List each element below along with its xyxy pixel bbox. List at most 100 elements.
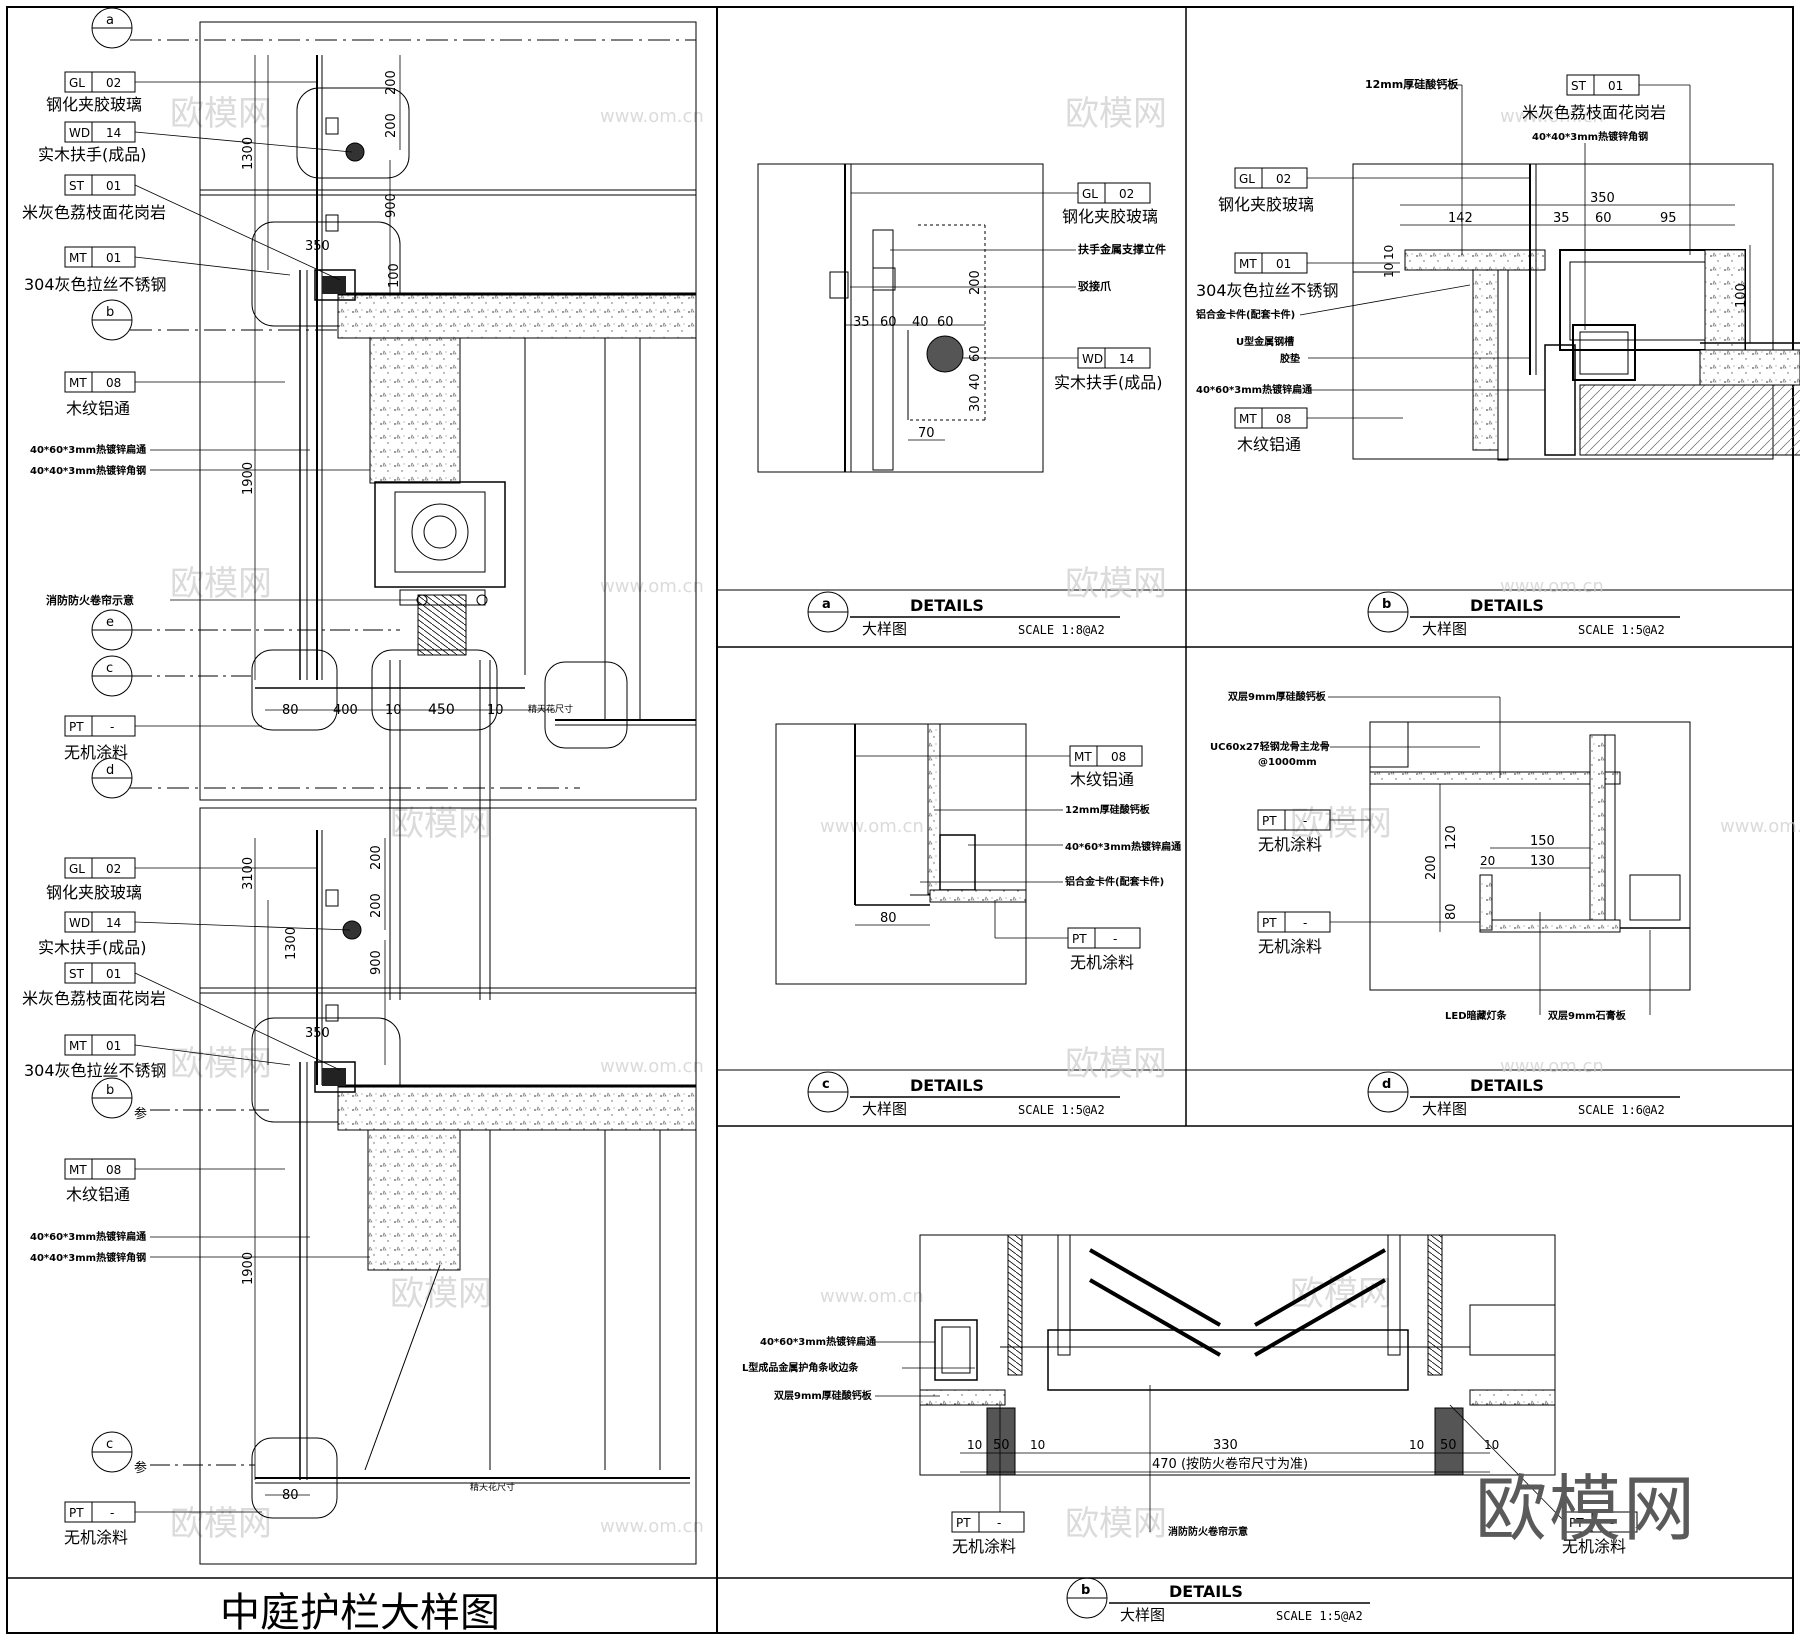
svg-text:e: e — [106, 615, 114, 630]
title-bottom: b DETAILS 大样图 SCALE 1:5@A2 — [1066, 1577, 1370, 1624]
svg-text:PT: PT — [1072, 932, 1087, 946]
svg-text:PT: PT — [1262, 814, 1277, 828]
dim-350: 350 — [1590, 191, 1615, 206]
svg-text:-: - — [997, 1516, 1001, 1530]
svg-text:b: b — [106, 305, 114, 320]
svg-text:a: a — [822, 597, 831, 612]
main-section: 1300 1900 200 200 900 100 350 3100 1300 … — [22, 7, 697, 1565]
svg-text:08: 08 — [1276, 412, 1291, 426]
dim-10: 10 — [385, 703, 402, 718]
dim-470: 470 (按防火卷帘尺寸为准) — [1152, 1456, 1308, 1472]
tag-a-wd14: WD 14 实木扶手(成品) — [963, 347, 1163, 392]
svg-text:02: 02 — [106, 862, 121, 876]
note-uc-keel-spacing: @1000mm — [1258, 757, 1317, 768]
tag-b-mt08: MT 08 木纹铝通 — [1234, 407, 1403, 454]
tag-mt08: MT 08 木纹铝通 — [64, 371, 285, 418]
dim-10: 10 — [1409, 1438, 1424, 1452]
svg-text:01: 01 — [106, 967, 121, 981]
svg-text:无机涂料: 无机涂料 — [952, 1537, 1016, 1556]
svg-text:c: c — [822, 1077, 830, 1092]
svg-text:无机涂料: 无机涂料 — [1258, 937, 1322, 956]
tag-c-mt08: MT 08 木纹铝通 — [855, 745, 1143, 789]
tag-bottom-pt1: PT - 无机涂料 — [951, 1405, 1025, 1556]
dim-20: 20 — [1480, 854, 1495, 868]
svg-text:SCALE 1:5@A2: SCALE 1:5@A2 — [1276, 1609, 1363, 1623]
svg-text:GL: GL — [69, 76, 85, 90]
svg-text:-: - — [1610, 1516, 1614, 1530]
dim-150: 150 — [1530, 834, 1555, 849]
dim-50: 50 — [993, 1438, 1010, 1453]
svg-text:DETAILS: DETAILS — [1470, 596, 1544, 615]
svg-text:304灰色拉丝不锈钢: 304灰色拉丝不锈钢 — [1196, 281, 1339, 300]
svg-text:无机涂料: 无机涂料 — [1070, 953, 1134, 972]
dim-60: 60 — [968, 345, 983, 362]
page-title: 中庭护栏大样图 — [220, 1590, 500, 1636]
note-hinge-claw: 驳接爪 — [1078, 279, 1112, 293]
watermark-url: www.om.cn — [820, 816, 924, 837]
dim-60: 60 — [1595, 211, 1612, 226]
svg-text:-: - — [110, 720, 114, 734]
tag-b-st01: ST 01 米灰色荔枝面花岗岩 — [1522, 74, 1691, 255]
svg-text:钢化夹胶玻璃: 钢化夹胶玻璃 — [46, 883, 142, 902]
marker-e: e — [91, 609, 400, 651]
note-handrail-support: 扶手金属支撑立件 — [1078, 242, 1166, 256]
dim-1300: 1300 — [284, 927, 299, 960]
dim-900: 900 — [384, 193, 399, 218]
svg-text:DETAILS: DETAILS — [1470, 1076, 1544, 1095]
tag-wd14: WD 14 实木扶手(成品) — [38, 121, 353, 164]
note-al-clip: 铝合金卡件(配套卡件) — [1065, 875, 1164, 888]
tag-mt01-lower: MT 01 304灰色拉丝不锈钢 — [24, 1034, 291, 1080]
svg-text:02: 02 — [106, 76, 121, 90]
watermark-om: 欧模网 — [170, 94, 272, 134]
svg-text:DETAILS: DETAILS — [1169, 1582, 1243, 1601]
svg-text:02: 02 — [1276, 172, 1291, 186]
dim-450: 450 — [428, 702, 455, 718]
detail-c: 80 MT 08 木纹铝通 12mm厚硅酸钙板 40*60*3mm热镀锌扁通 铝… — [775, 723, 1181, 985]
tag-st01: ST 01 米灰色荔枝面花岗岩 — [22, 174, 341, 281]
dim-60: 60 — [880, 315, 897, 330]
dim-40: 40 — [968, 373, 983, 390]
svg-text:b: b — [1382, 597, 1391, 612]
note-cement-board12: 12mm厚硅酸钙板 — [1065, 803, 1151, 816]
note-angle-steel: 40*40*3mm热镀锌角钢 — [30, 1251, 146, 1264]
svg-text:ST: ST — [69, 179, 85, 193]
svg-text:实木扶手(成品): 实木扶手(成品) — [38, 145, 147, 164]
svg-text:WD: WD — [1082, 352, 1103, 366]
tag-pt-lower: PT - 无机涂料 — [64, 1501, 262, 1547]
dim-10: 10 — [1382, 245, 1396, 260]
dim-900: 900 — [369, 950, 384, 975]
watermark-url: www.om.cn — [600, 106, 704, 127]
ref-text: 参 — [134, 1460, 147, 1476]
svg-text:b: b — [106, 1083, 114, 1098]
svg-text:c: c — [106, 1437, 113, 1452]
dim-50: 50 — [1440, 1438, 1457, 1453]
svg-text:无机涂料: 无机涂料 — [64, 1528, 128, 1547]
dim-1900: 1900 — [241, 1252, 256, 1285]
watermark-url: www.om.cn — [1500, 106, 1604, 127]
tag-pt: PT - 无机涂料 — [64, 715, 262, 762]
svg-text:MT: MT — [1239, 257, 1257, 271]
svg-text:b: b — [1081, 1583, 1090, 1598]
note-rubber-pad: 胶垫 — [1280, 352, 1300, 365]
svg-text:无机涂料: 无机涂料 — [1258, 835, 1322, 854]
svg-text:ST: ST — [69, 967, 85, 981]
svg-text:-: - — [110, 1506, 114, 1520]
dim-400: 400 — [333, 703, 358, 718]
note-double-cement-board: 双层9mm厚硅酸钙板 — [1228, 690, 1327, 703]
note-angle-steel: 40*40*3mm热镀锌角钢 — [30, 464, 146, 477]
dim-10: 10 — [967, 1438, 982, 1452]
watermark-url: www.om.cn — [820, 1286, 924, 1307]
note-ceiling-size: 精天花尺寸 — [528, 703, 573, 715]
svg-text:大样图: 大样图 — [862, 1100, 907, 1118]
dim-350: 350 — [305, 239, 330, 254]
dim-200: 200 — [384, 70, 399, 95]
svg-text:-: - — [1303, 916, 1307, 930]
svg-text:304灰色拉丝不锈钢: 304灰色拉丝不锈钢 — [24, 1061, 167, 1080]
watermark-om: 欧模网 — [390, 804, 492, 844]
detail-d: 150 20 130 200 120 80 双层9mm厚硅酸钙板 UC60x27… — [1210, 690, 1691, 1022]
svg-text:01: 01 — [106, 251, 121, 265]
title-d: d DETAILS 大样图 SCALE 1:6@A2 — [1367, 1071, 1680, 1118]
watermark-om: 欧模网 — [1065, 564, 1167, 604]
svg-text:GL: GL — [1239, 172, 1255, 186]
svg-text:大样图: 大样图 — [1120, 1606, 1165, 1624]
